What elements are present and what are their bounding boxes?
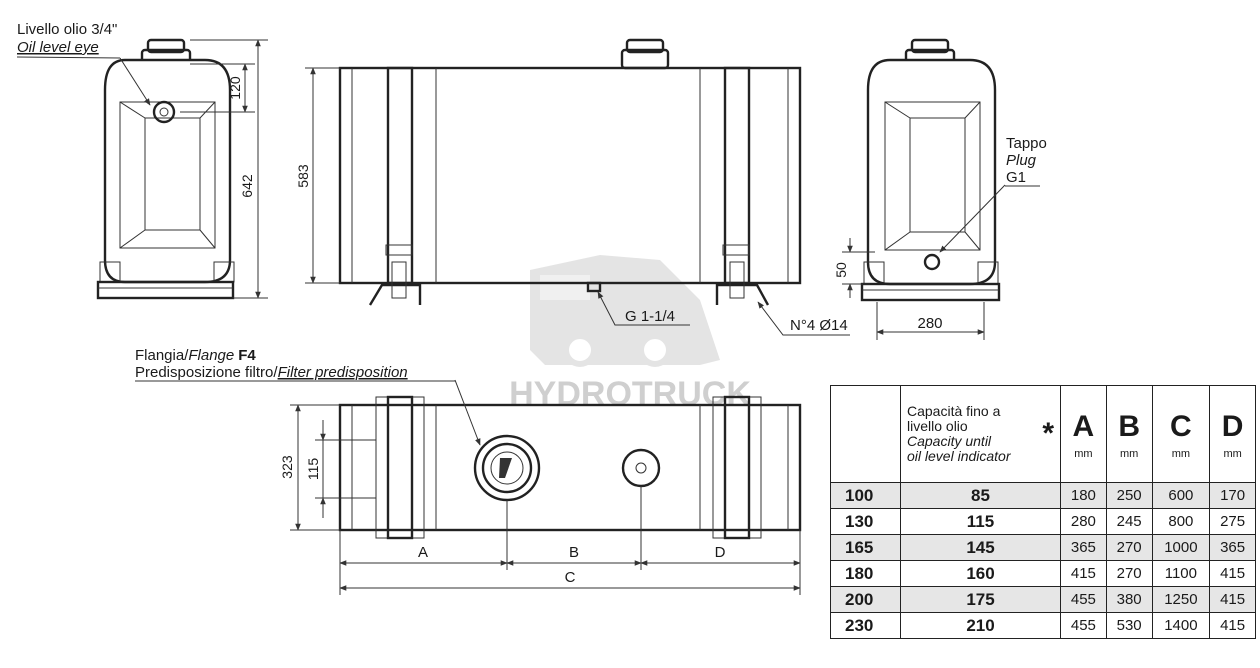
dim-A: A — [418, 544, 428, 561]
cell-C: 1000 — [1151, 534, 1211, 561]
plug-label-it: Tappo — [1006, 135, 1047, 152]
table-row: 200 175 455 380 1250 415 — [830, 586, 1256, 613]
plug-label-en: Plug — [1006, 152, 1037, 169]
cell-capacity: 145 — [900, 534, 1061, 561]
table-row: 180 160 415 270 1100 415 — [830, 560, 1256, 587]
cell-C: 1400 — [1151, 612, 1211, 639]
plug-icon — [923, 253, 941, 271]
front-view — [338, 38, 802, 306]
dim-D: D — [715, 544, 726, 561]
cell-capacity: 160 — [900, 560, 1061, 587]
cell-C: 800 — [1151, 508, 1211, 535]
asterisk-icon: * — [1042, 417, 1054, 450]
cell-model: 180 — [830, 560, 901, 587]
right-side-view — [860, 38, 1001, 302]
cell-B: 250 — [1105, 482, 1153, 509]
cell-B: 380 — [1105, 586, 1153, 613]
cell-D: 170 — [1209, 482, 1256, 509]
dim-B: B — [569, 544, 579, 561]
mount-holes-label: N°4 Ø14 — [790, 317, 848, 334]
dim-C: C — [565, 569, 576, 586]
cell-capacity: 85 — [900, 482, 1061, 509]
plug-size-label: G1 — [1006, 169, 1026, 186]
dim-642: 642 — [239, 174, 255, 198]
cell-A: 415 — [1060, 560, 1107, 587]
header-model — [830, 385, 901, 483]
table-row: 100 85 180 250 600 170 — [830, 482, 1256, 509]
dim-115: 115 — [305, 458, 321, 481]
cell-D: 415 — [1209, 560, 1256, 587]
cell-C: 1100 — [1151, 560, 1211, 587]
cell-C: 600 — [1151, 482, 1211, 509]
dim-323: 323 — [279, 455, 295, 479]
cell-model: 165 — [830, 534, 901, 561]
drain-label: G 1-1/4 — [625, 308, 675, 325]
cell-A: 455 — [1060, 612, 1107, 639]
cell-C: 1250 — [1151, 586, 1211, 613]
cell-B: 245 — [1105, 508, 1153, 535]
cell-D: 275 — [1209, 508, 1256, 535]
watermark-text: HYDROTRUCK — [509, 375, 751, 413]
dim-120: 120 — [227, 76, 243, 100]
filler-cap-icon — [621, 448, 661, 488]
cell-capacity: 115 — [900, 508, 1061, 535]
header-capacity: Capacità fino a livello olio Capacity un… — [900, 385, 1061, 483]
dim-583: 583 — [295, 164, 311, 188]
oil-level-label-en: Oil level eye — [17, 39, 99, 56]
table-row: 130 115 280 245 800 275 — [830, 508, 1256, 535]
spec-table: Capacità fino a livello olio Capacity un… — [830, 385, 1256, 639]
cell-model: 100 — [830, 482, 901, 509]
oil-level-eye-icon — [152, 100, 176, 124]
cell-capacity: 175 — [900, 586, 1061, 613]
cell-A: 455 — [1060, 586, 1107, 613]
cell-model: 230 — [830, 612, 901, 639]
table-row: 230 210 455 530 1400 415 — [830, 612, 1256, 639]
cell-model: 200 — [830, 586, 901, 613]
cell-A: 365 — [1060, 534, 1107, 561]
table-header-row: Capacità fino a livello olio Capacity un… — [830, 385, 1256, 483]
dim-50: 50 — [833, 262, 849, 278]
cell-model: 130 — [830, 508, 901, 535]
left-side-view — [96, 38, 235, 300]
oil-level-label-it: Livello olio 3/4" — [17, 21, 117, 38]
cell-capacity: 210 — [900, 612, 1061, 639]
filter-label: Predisposizione filtro/Filter predisposi… — [135, 364, 408, 381]
cell-D: 415 — [1209, 586, 1256, 613]
table-row: 165 145 365 270 1000 365 — [830, 534, 1256, 561]
dim-280: 280 — [917, 315, 942, 332]
cell-D: 415 — [1209, 612, 1256, 639]
cell-B: 270 — [1105, 560, 1153, 587]
cell-A: 280 — [1060, 508, 1107, 535]
cell-B: 270 — [1105, 534, 1153, 561]
cell-A: 180 — [1060, 482, 1107, 509]
cell-D: 365 — [1209, 534, 1256, 561]
cell-B: 530 — [1105, 612, 1153, 639]
top-view — [338, 395, 802, 540]
